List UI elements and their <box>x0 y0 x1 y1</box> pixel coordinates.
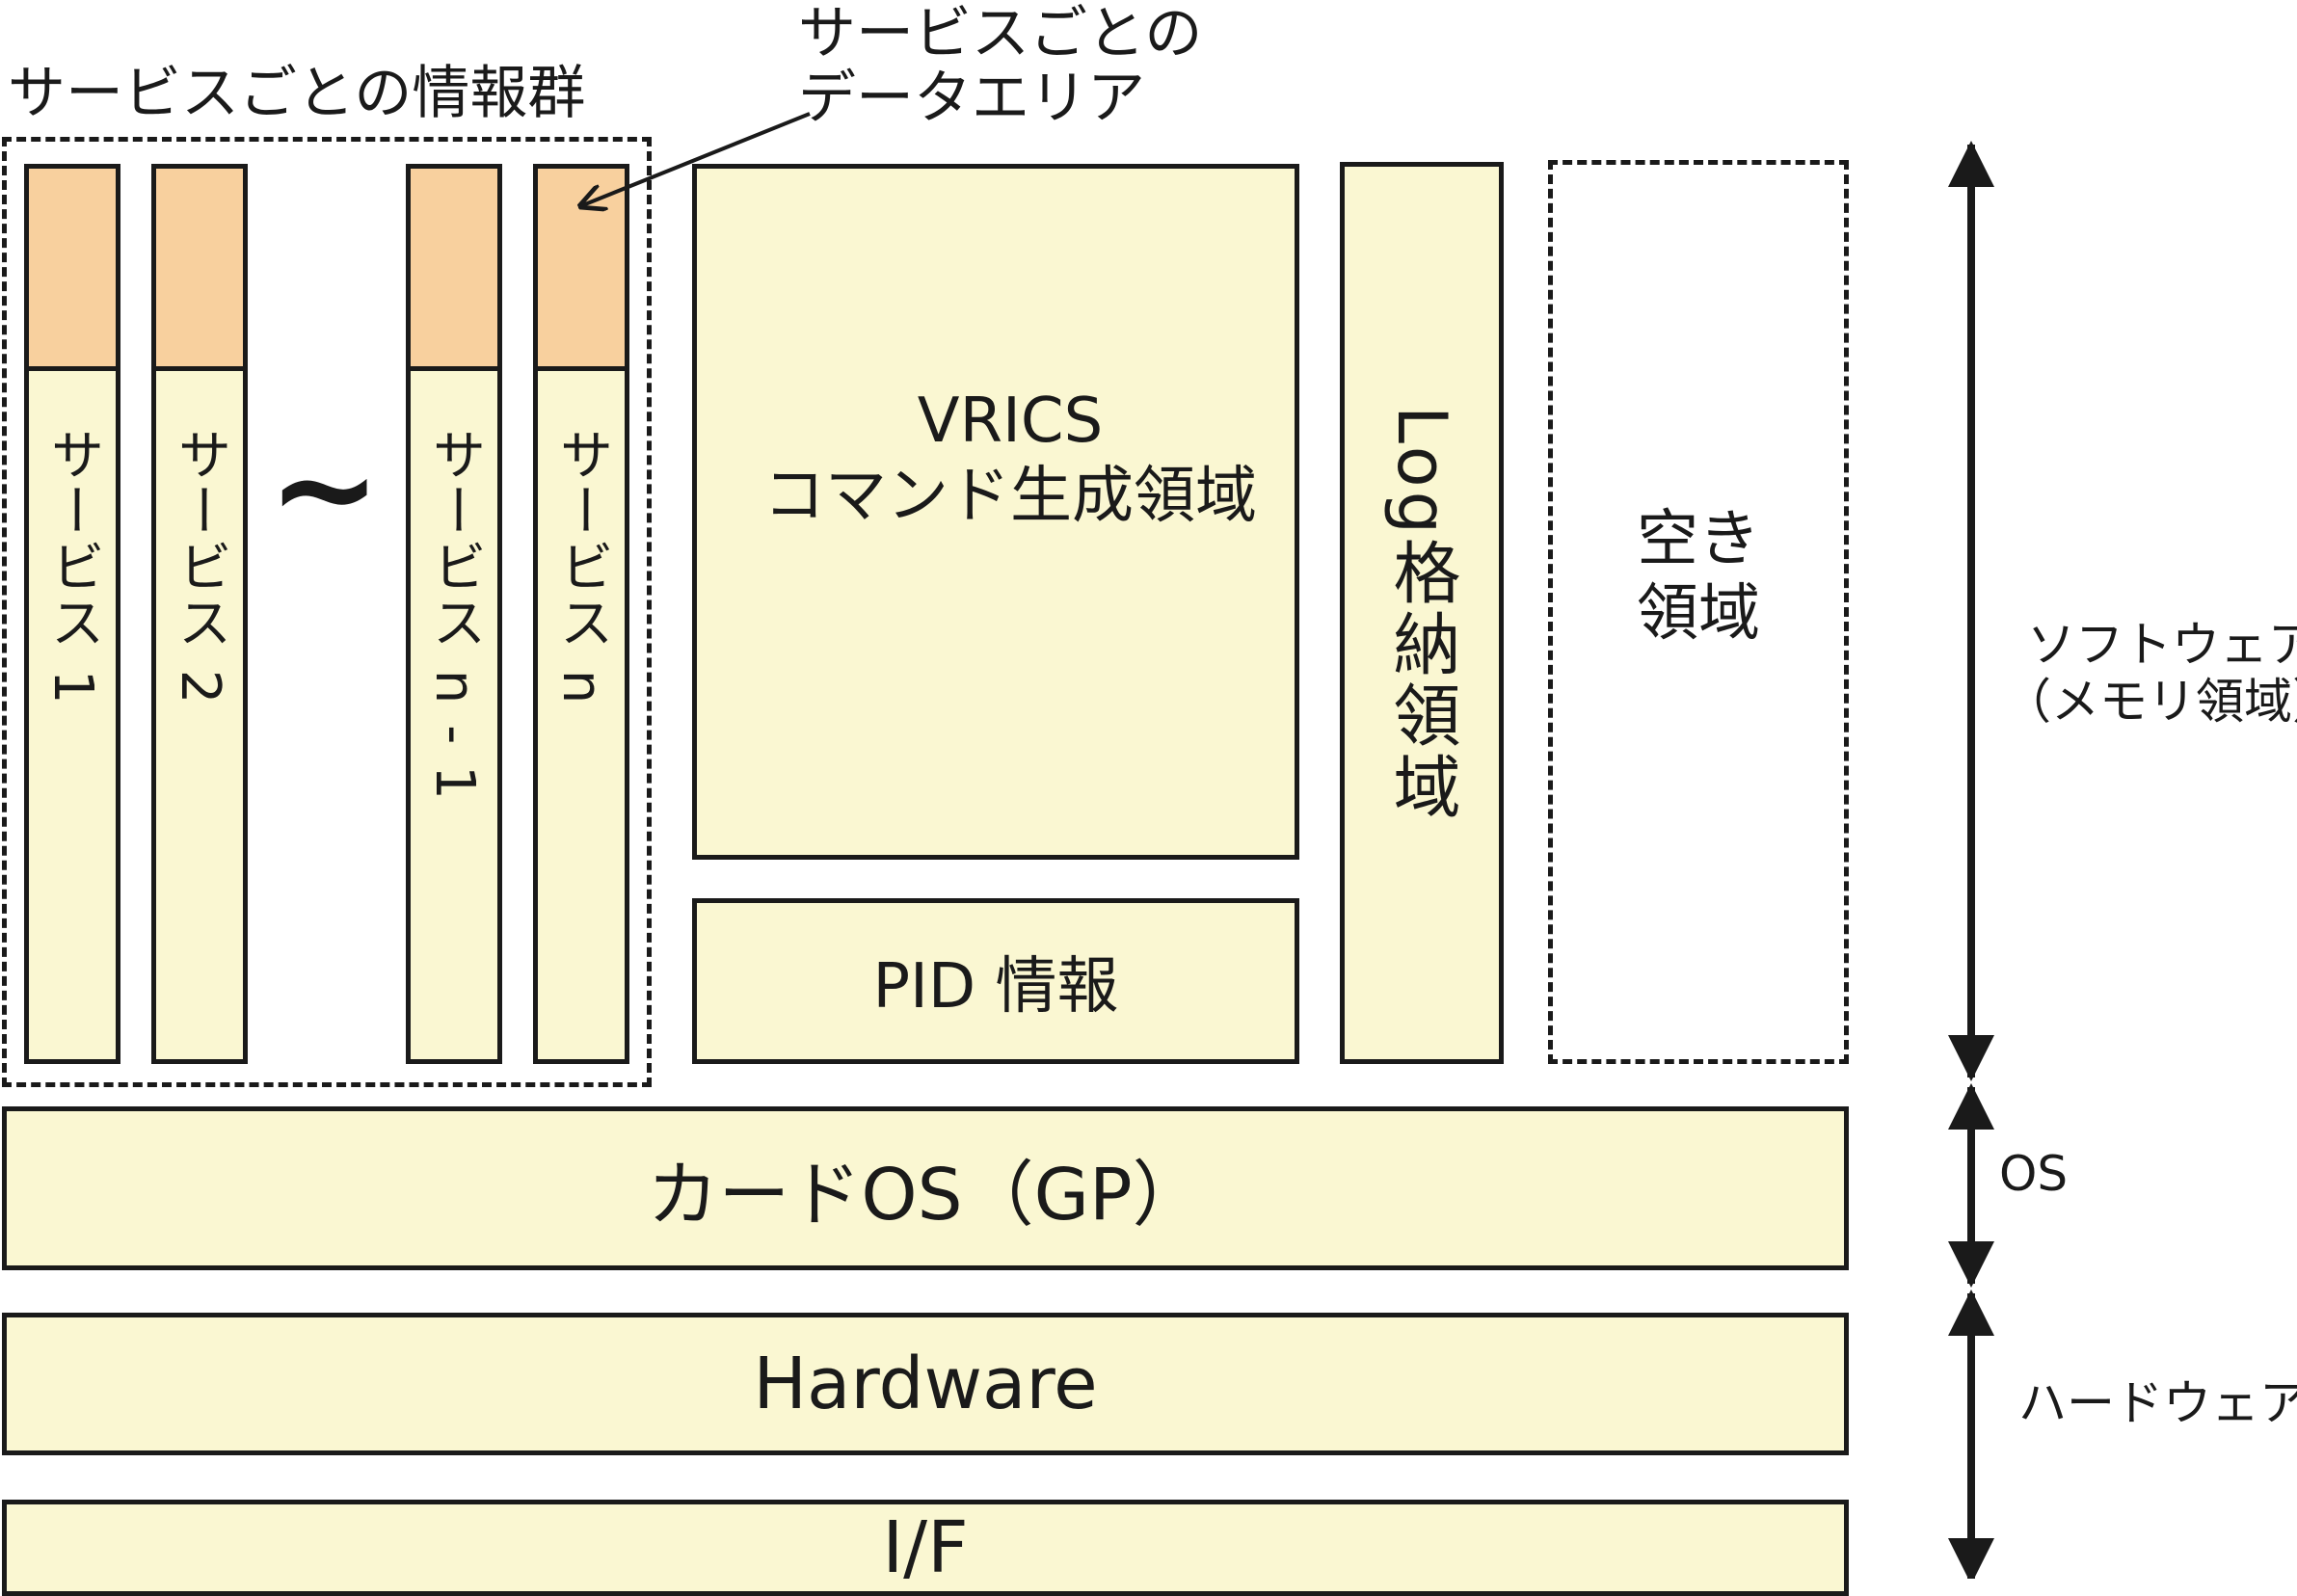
hardware-layer: Hardware <box>2 1313 1849 1455</box>
callout-line-1: サービスごとの <box>798 0 1203 67</box>
service-n-minus-1-data-area <box>406 164 502 371</box>
interface-label: I/F <box>882 1506 969 1589</box>
free-line-2: 領域 <box>1637 578 1760 650</box>
vrics-label: VRICS コマンド生成領域 <box>763 384 1257 534</box>
group-label: サービスごとの情報群 <box>8 60 586 127</box>
free-line-1: 空き <box>1637 504 1760 576</box>
service-n-minus-1-body: サービス n - 1 <box>406 371 502 1064</box>
log-label: Log格納領域 <box>1382 406 1461 824</box>
log-storage-area: Log格納領域 <box>1340 162 1504 1064</box>
pid-label: PID 情報 <box>872 951 1119 1023</box>
service-2-label: サービス 2 <box>169 427 231 706</box>
hardware-label: Hardware <box>753 1343 1098 1425</box>
software-side-label: ソフトウェア （メモリ領域） <box>2003 617 2297 731</box>
free-label: 空き 領域 <box>1637 503 1760 652</box>
service-1-label: サービス 1 <box>41 427 104 706</box>
software-line-1: ソフトウェア <box>2027 617 2297 673</box>
card-os-label: カードOS（GP） <box>647 1153 1204 1237</box>
callout-arrow <box>580 112 811 206</box>
callout-label: サービスごとの データエリア <box>798 0 1203 133</box>
service-1-body: サービス 1 <box>24 371 120 1064</box>
vrics-command-area: VRICS コマンド生成領域 <box>692 164 1299 860</box>
service-n-label: サービス n <box>550 427 613 706</box>
os-side-label: OS <box>1999 1146 2069 1202</box>
service-2-data-area <box>151 164 248 371</box>
service-n-body: サービス n <box>533 371 629 1064</box>
vrics-line-1: VRICS <box>917 385 1104 457</box>
service-n-minus-1-label: サービス n - 1 <box>423 427 486 802</box>
service-1-data-area <box>24 164 120 371</box>
pid-info-area: PID 情報 <box>692 898 1299 1064</box>
vrics-line-2: コマンド生成領域 <box>763 461 1257 532</box>
service-2-body: サービス 2 <box>151 371 248 1064</box>
card-os-layer: カードOS（GP） <box>2 1106 1849 1270</box>
service-group-container <box>2 137 652 1087</box>
software-line-2: （メモリ領域） <box>2003 674 2297 730</box>
callout-line-2: データエリア <box>798 65 1145 133</box>
hardware-side-label: ハードウェア <box>2018 1375 2297 1431</box>
ellipsis-tilde: ~ <box>268 411 382 568</box>
free-area: 空き 領域 <box>1548 160 1849 1064</box>
